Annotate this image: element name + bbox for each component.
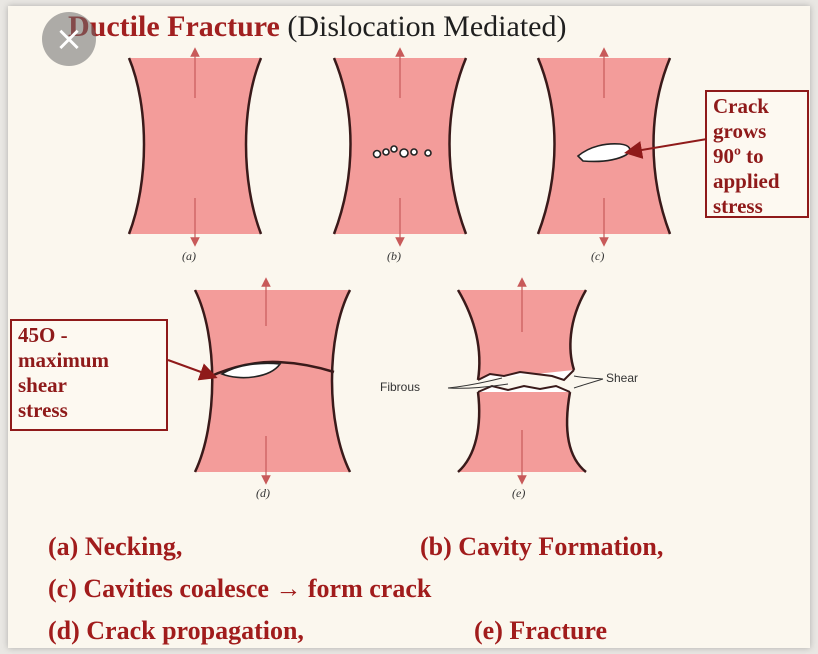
caption-b: (b) xyxy=(387,249,401,264)
legend-fracture: (e) Fracture xyxy=(474,616,607,646)
legend-cavities-coalesce: (c) Cavities coalesce → form crack xyxy=(48,574,431,604)
callout-shear-45: 45O - maximum shear stress xyxy=(10,319,168,431)
callout-line: Crack xyxy=(713,94,801,119)
caption-c: (c) xyxy=(591,249,604,264)
page-title: Ductile Fracture (Dislocation Mediated) xyxy=(68,10,808,44)
caption-a: (a) xyxy=(182,249,196,264)
caption-d: (d) xyxy=(256,486,270,501)
callout-line: 45O - xyxy=(18,323,160,348)
title-main: Ductile Fracture xyxy=(68,10,280,43)
specimen-d xyxy=(168,282,350,480)
slide: × Ductile Fracture (Dislocation Mediated… xyxy=(8,6,810,648)
legend-necking: (a) Necking, xyxy=(48,532,182,562)
callout-line: grows xyxy=(713,119,801,144)
close-button[interactable]: × xyxy=(42,12,96,66)
callout-line: 90º to xyxy=(713,144,801,169)
callout-line: shear xyxy=(18,373,160,398)
specimen-e xyxy=(448,282,603,480)
callout-line: stress xyxy=(713,194,801,219)
label-fibrous: Fibrous xyxy=(380,380,420,394)
callout-line: maximum xyxy=(18,348,160,373)
callout-line: applied xyxy=(713,169,801,194)
close-icon: × xyxy=(55,19,84,59)
label-shear: Shear xyxy=(606,371,638,385)
specimen-a xyxy=(129,52,261,242)
legend-cavity-formation: (b) Cavity Formation, xyxy=(420,532,663,562)
callout-crack-90: Crack grows 90º to applied stress xyxy=(705,90,809,218)
specimen-b xyxy=(334,52,466,242)
caption-e: (e) xyxy=(512,486,525,501)
legend-crack-propagation: (d) Crack propagation, xyxy=(48,616,304,646)
specimen-c xyxy=(538,52,713,242)
title-sub: (Dislocation Mediated) xyxy=(287,10,566,43)
callout-line: stress xyxy=(18,398,160,423)
